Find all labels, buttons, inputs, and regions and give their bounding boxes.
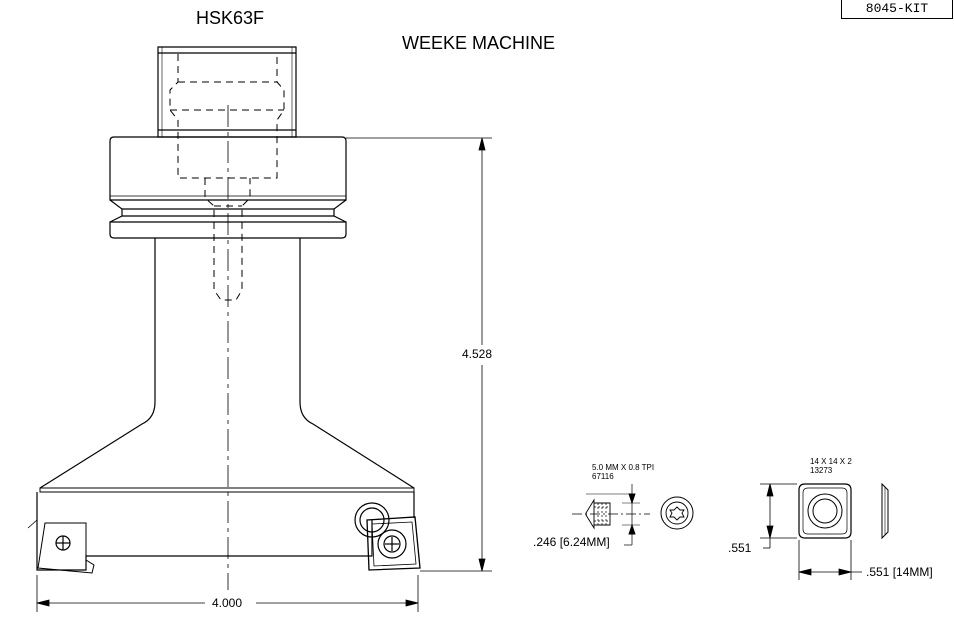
width-dimension xyxy=(37,575,418,612)
screw-side-view xyxy=(572,484,650,545)
flange xyxy=(110,137,346,238)
insert-part-number: 13273 xyxy=(810,466,833,475)
interface-title: HSK63F xyxy=(196,8,265,28)
insert-width-value: .551 [14MM] xyxy=(866,565,933,579)
width-dimension-value: 4.000 xyxy=(212,596,243,610)
screw-length-dimension: .246 [6.24MM] xyxy=(533,535,610,549)
insert-width-dimension xyxy=(799,540,862,580)
insert-height-value: .551 xyxy=(728,541,752,555)
insert-side-view xyxy=(882,484,888,538)
insert-spec: 14 X 14 X 2 xyxy=(810,457,852,466)
height-dimension-value: 4.528 xyxy=(462,347,493,361)
insert-height-dimension xyxy=(760,484,797,548)
insert-top-view xyxy=(799,484,851,538)
screw-head-torx xyxy=(661,497,693,529)
part-number-box: 8045-KIT xyxy=(841,0,953,19)
machine-title: WEEKE MACHINE xyxy=(402,33,556,53)
left-insert xyxy=(38,523,94,573)
right-insert xyxy=(355,503,420,570)
cutter-body xyxy=(28,238,414,570)
hsk-shank xyxy=(158,47,296,178)
height-dimension xyxy=(346,138,492,571)
screw-spec: 5.0 MM X 0.8 TPI xyxy=(592,463,655,472)
screw-part-number: 67116 xyxy=(592,472,614,481)
